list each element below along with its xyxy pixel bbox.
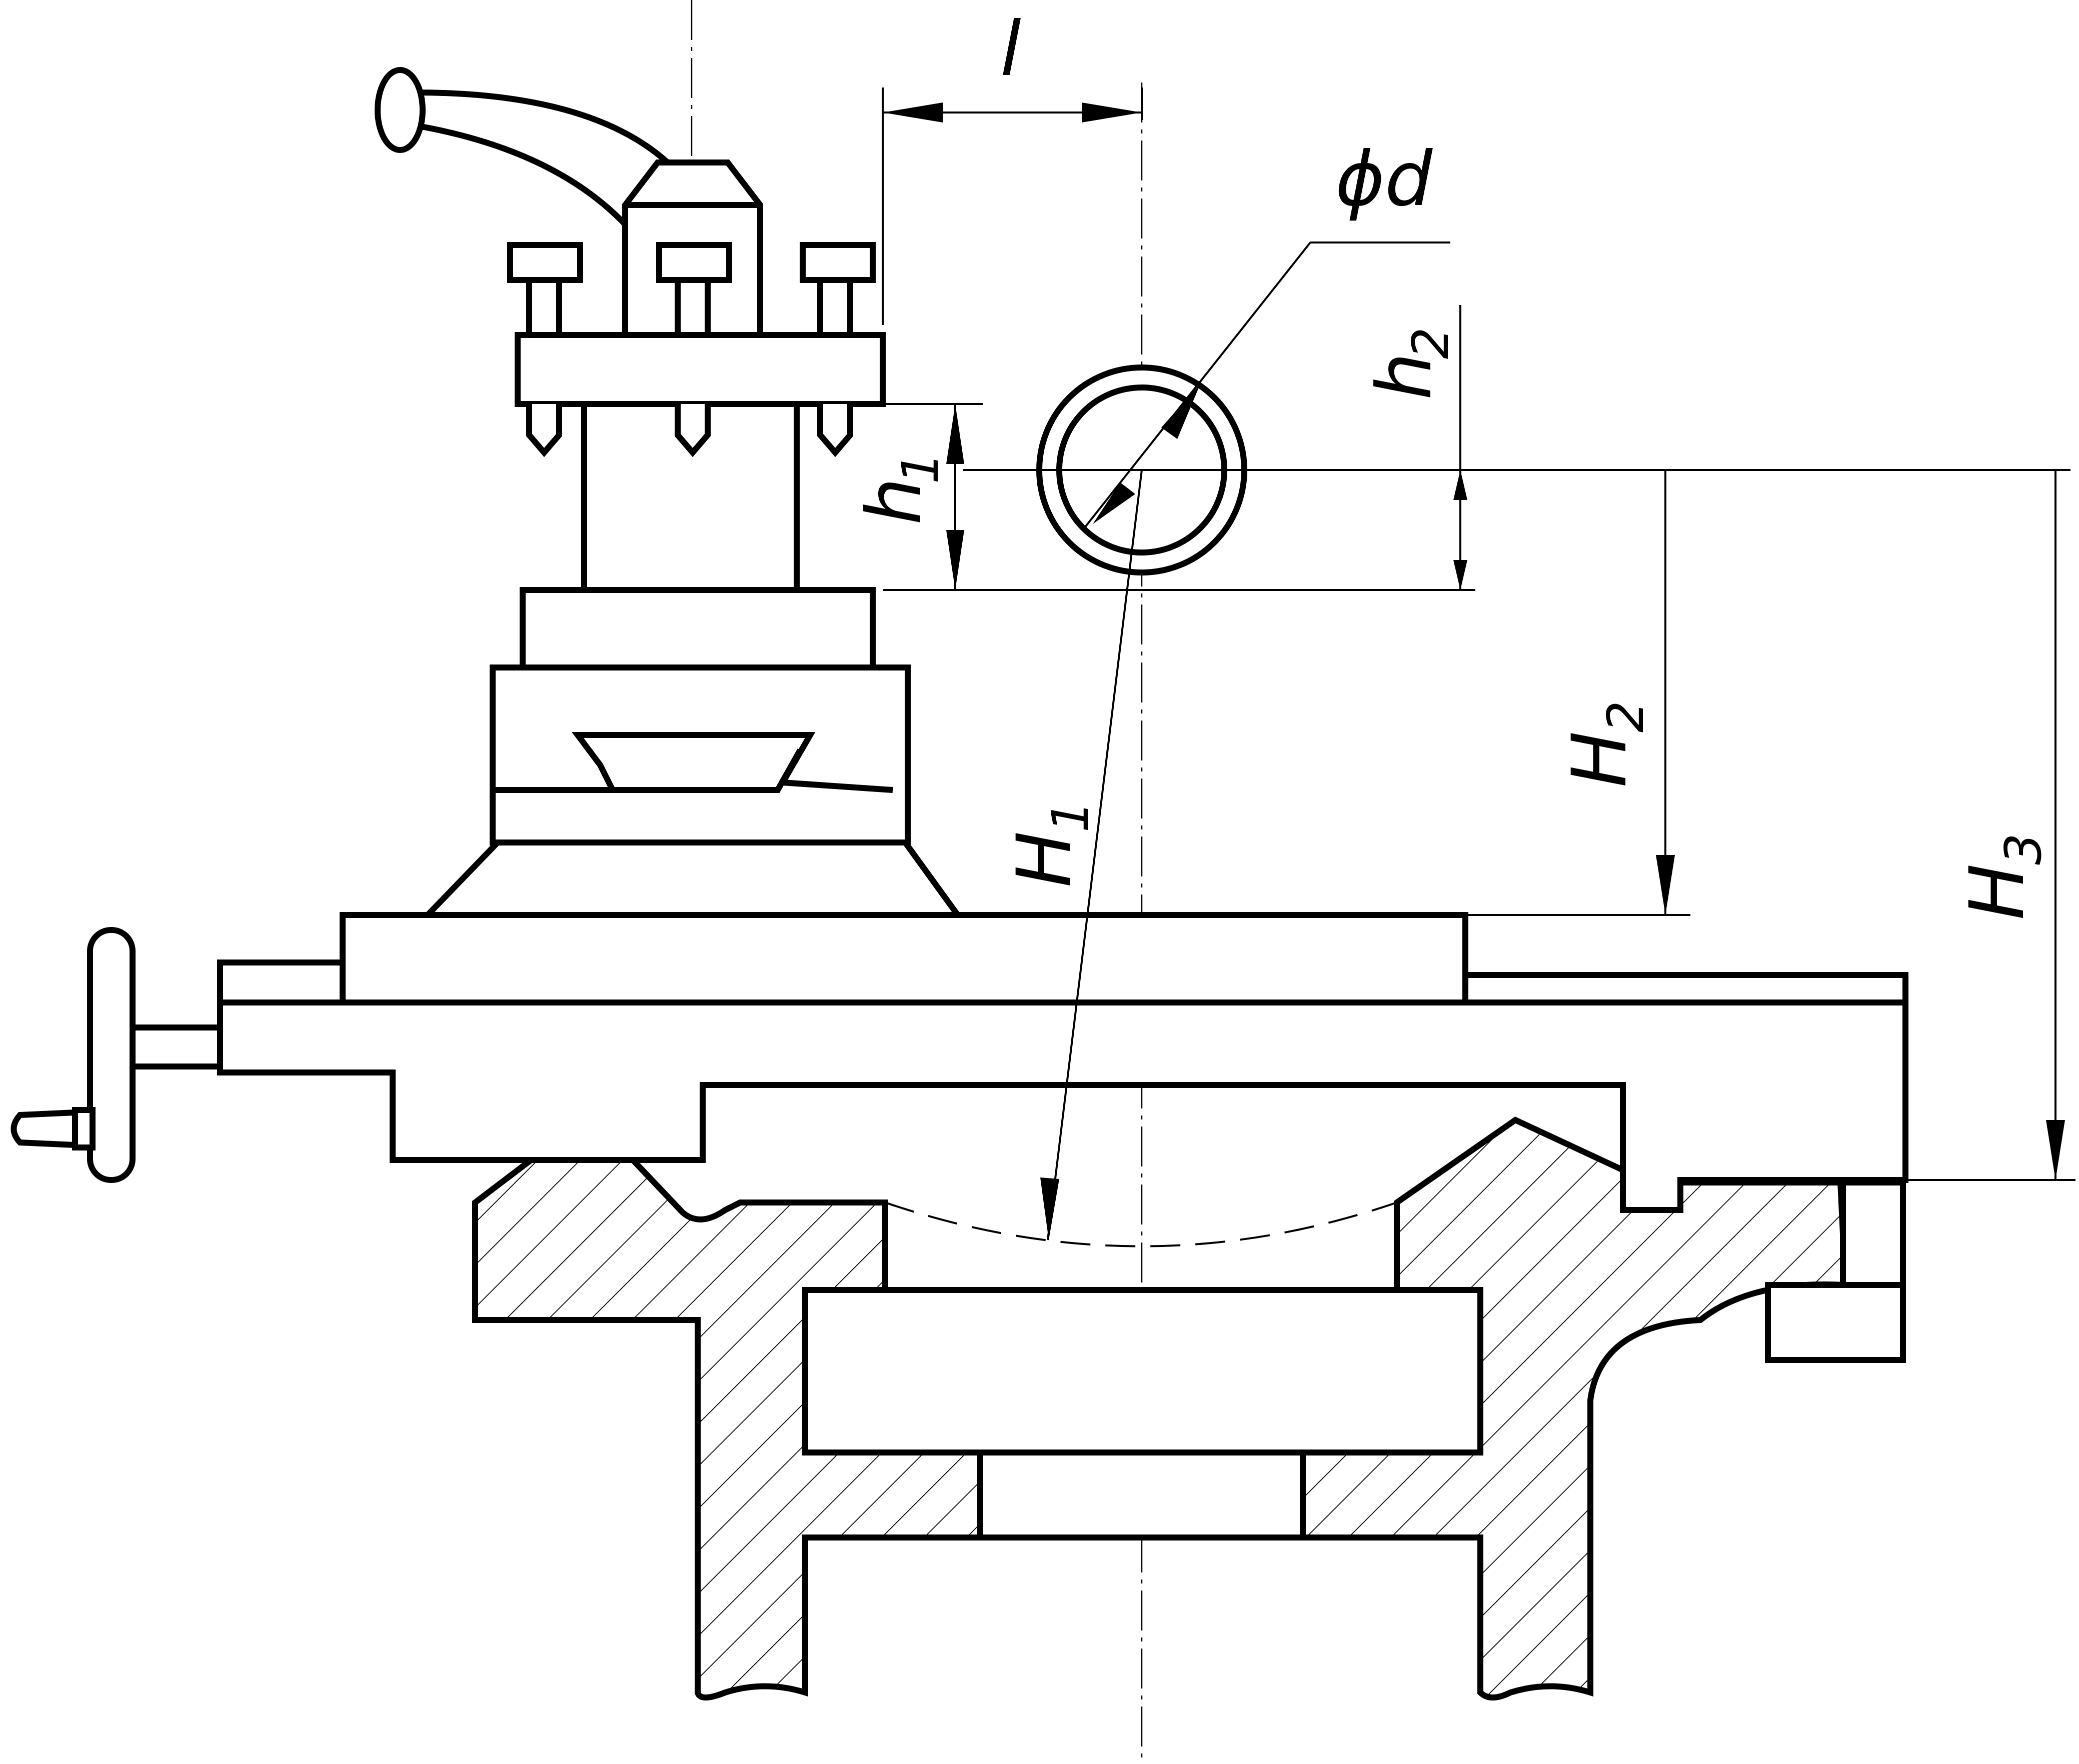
- label-H3-subscript: 3: [1994, 833, 2052, 865]
- label-H2-subscript: 2: [1596, 700, 1655, 732]
- cross-slide: [340, 912, 1468, 1006]
- dim-H1: [1047, 470, 1143, 1240]
- dimension-labels: l ϕd h 1 h 2 H 1 H 2 H 3: [851, 6, 2052, 920]
- clamp-bolt-middle: [656, 242, 732, 458]
- label-h1: h: [851, 478, 938, 525]
- handwheel: [11, 927, 223, 1183]
- clamp-lever: [412, 90, 670, 234]
- label-H1: H: [1001, 831, 1088, 888]
- carriage: [217, 912, 1908, 1213]
- label-H2: H: [1556, 731, 1643, 788]
- compound-swivel-base: [420, 840, 964, 918]
- bed-foot-block: [1765, 1282, 1906, 1363]
- compound-top: [520, 587, 876, 670]
- bed-inner-cavity: [802, 1287, 1483, 1456]
- tool-holder-block: [515, 332, 886, 407]
- clamp-bolt-right: [800, 242, 876, 458]
- label-h1-subscript: 1: [891, 452, 950, 484]
- label-l: l: [1000, 6, 1021, 93]
- dimension-lines: [882, 88, 2075, 1240]
- handwheel-shaft: [130, 1024, 223, 1070]
- label-phi-d: ϕd: [1335, 136, 1433, 223]
- dovetail-lower: [613, 748, 803, 793]
- label-h2: h: [1361, 352, 1448, 400]
- saddle-left-ledge: [217, 960, 346, 1006]
- swing-arc: [885, 1202, 1397, 1248]
- saddle-right-ledge: [1462, 972, 1908, 1006]
- lathe-bed: [472, 1110, 1906, 1700]
- saddle: [217, 1000, 1908, 1213]
- bed-lower-opening: [977, 1450, 1306, 1540]
- tool-post: [375, 67, 886, 458]
- compound-rest: [420, 401, 964, 918]
- bed-right-gib: [1840, 1180, 1906, 1288]
- handwheel-handle: [11, 1109, 78, 1148]
- clamp-bolt-left: [507, 242, 583, 458]
- bed-left-section: [472, 1110, 983, 1700]
- handwheel-rim: [87, 927, 136, 1183]
- label-H1-subscript: 1: [1041, 800, 1100, 832]
- lever-knob: [375, 67, 426, 153]
- compound-slide: [490, 664, 911, 846]
- label-H3: H: [1954, 864, 2041, 920]
- dim-phi-d: [1082, 242, 1311, 531]
- label-h2-subscript: 2: [1401, 327, 1460, 359]
